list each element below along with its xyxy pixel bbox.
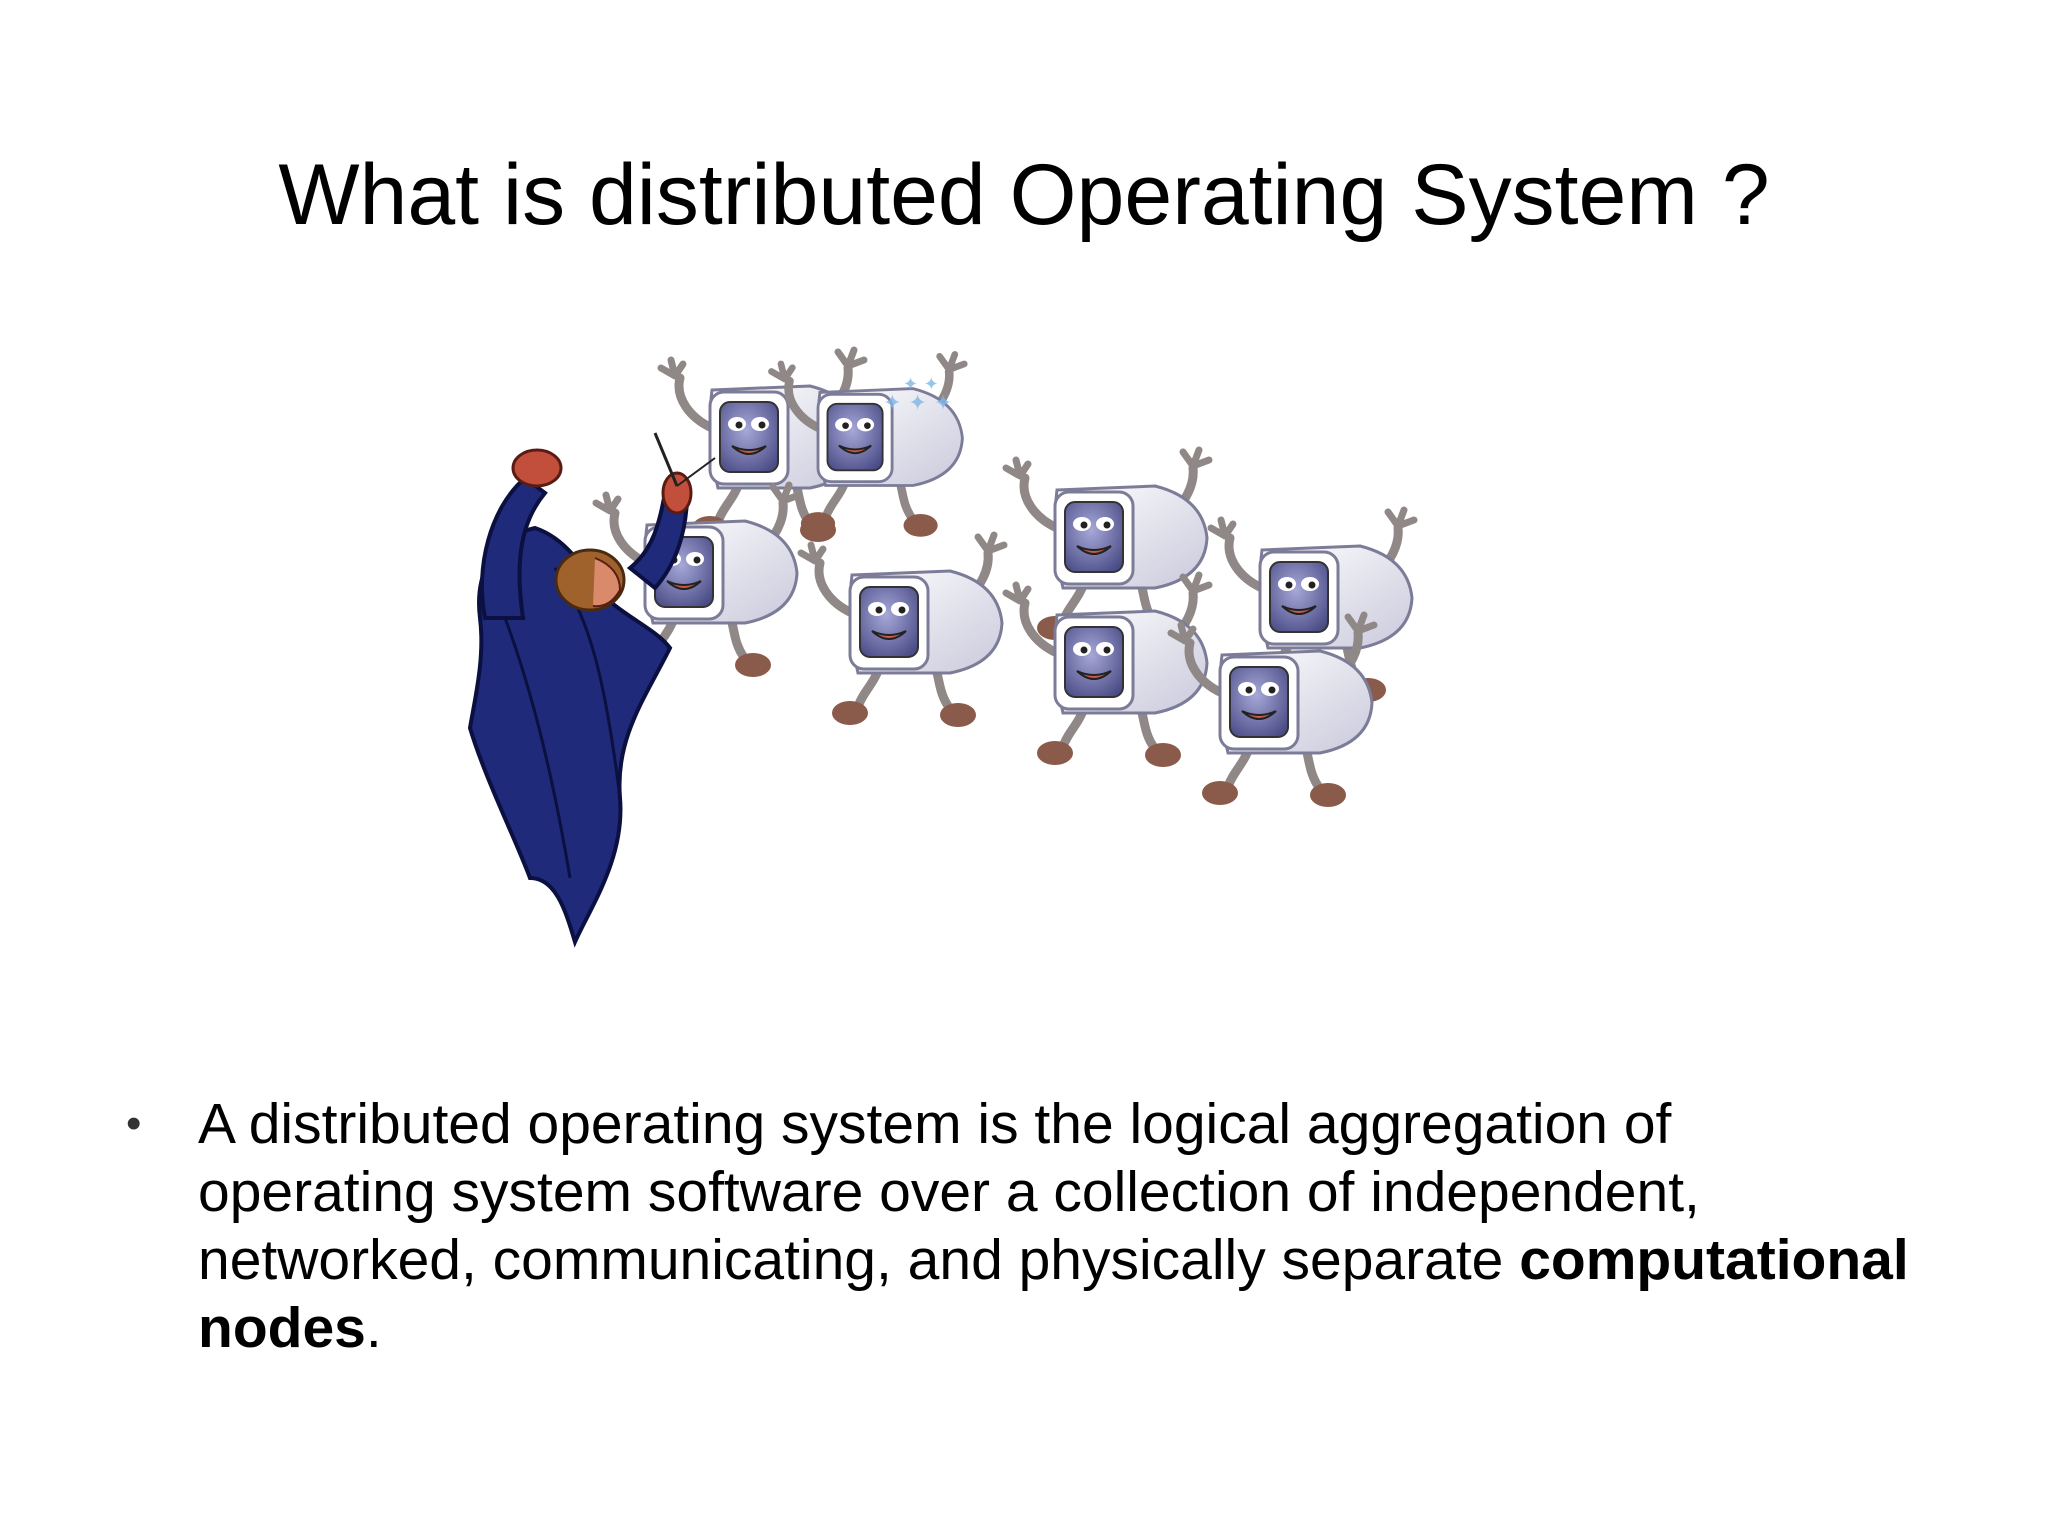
bullet-text-bold: computational nodes [198,1228,1909,1360]
slide-title: What is distributed Operating System ? [278,147,1770,243]
bullet-text: A distributed operating system is the lo… [198,1090,1918,1362]
bullet-marker: • [126,1099,142,1148]
svg-text:✦ ✦ ✦: ✦ ✦ ✦ [883,391,952,416]
conductor-figure [467,432,716,948]
bullet-list: • A distributed operating system is the … [118,1090,1918,1362]
bullet-text-lead: A distributed operating system is the lo… [198,1092,1700,1292]
svg-text:✦ ✦: ✦ ✦ [903,374,939,395]
bullet-item: • A distributed operating system is the … [118,1090,1918,1362]
conductor-directing-computers-illustration: ✦ ✦ ✦ ✦ ✦ [415,318,1505,978]
bullet-text-tail: . [365,1296,382,1360]
